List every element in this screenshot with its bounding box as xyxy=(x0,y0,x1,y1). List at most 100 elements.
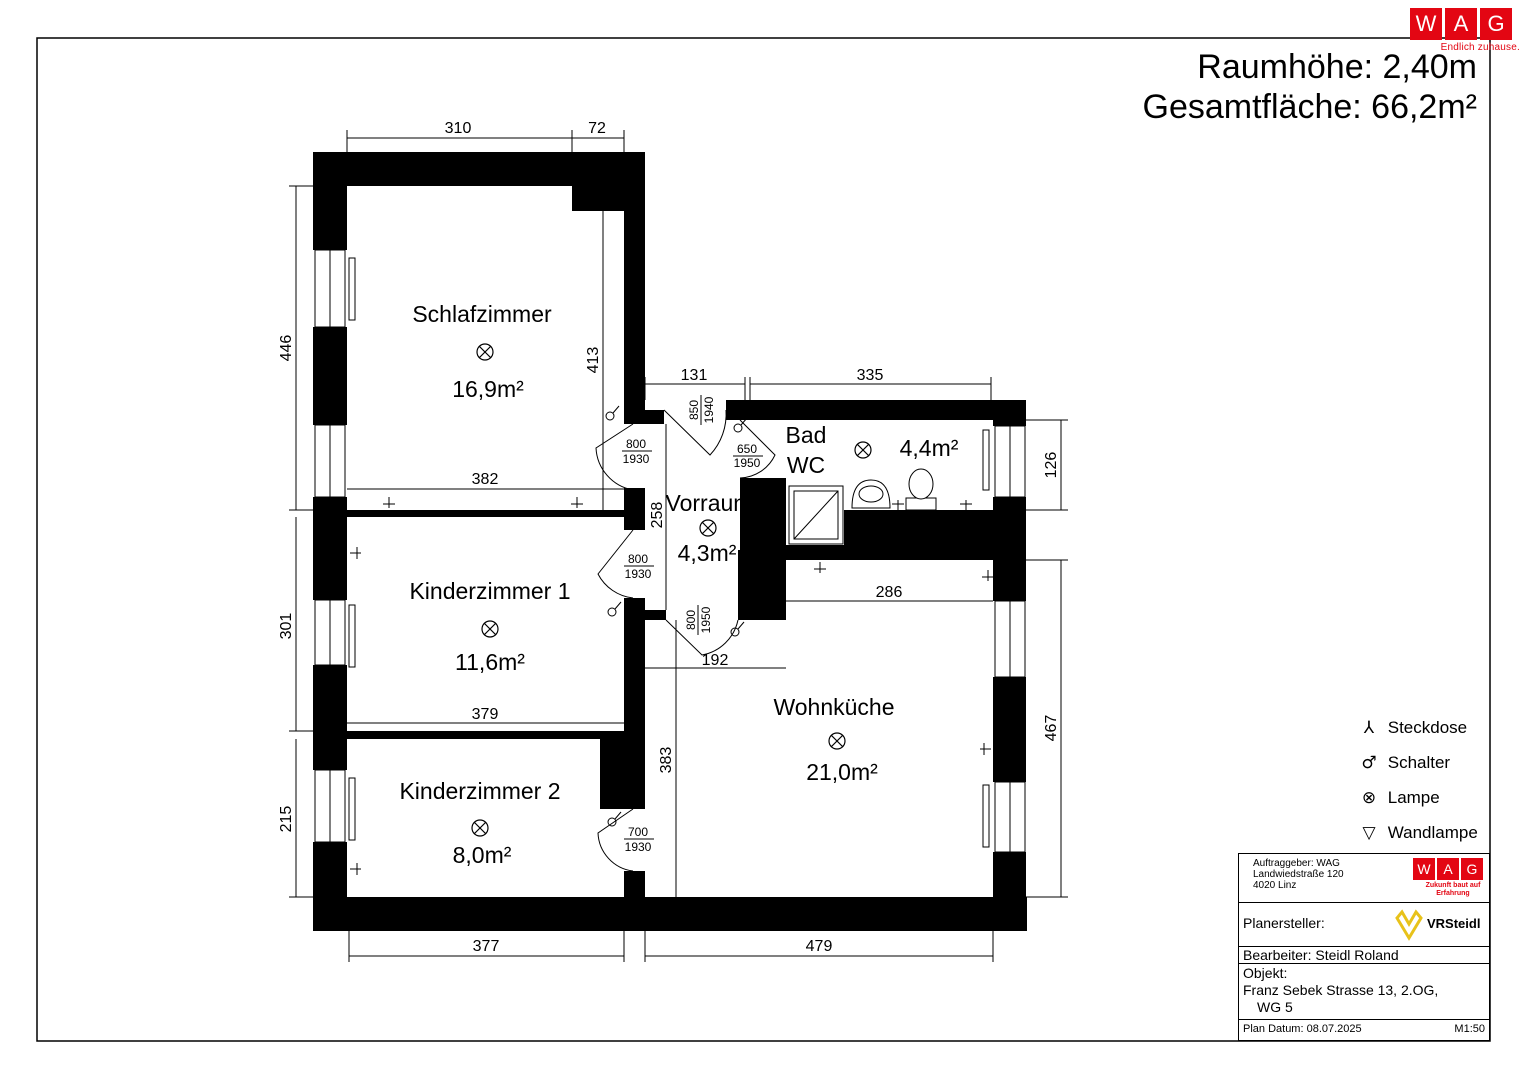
legend-label: Lampe xyxy=(1387,788,1440,807)
logo-letter: W xyxy=(1413,858,1435,880)
windows xyxy=(314,249,1026,853)
socket-icon xyxy=(960,500,972,510)
switch-icon xyxy=(730,621,745,637)
switch-icon xyxy=(605,405,620,421)
switch-icon xyxy=(733,417,748,433)
svg-text:1950: 1950 xyxy=(699,606,713,633)
room-labels: Schlafzimmer 16,9m² Kinderzimmer 1 11,6m… xyxy=(399,301,958,868)
dim-label: 258 xyxy=(649,502,666,529)
legend-item-steckdose: ⅄ Steckdose xyxy=(1355,718,1467,738)
svg-text:650: 650 xyxy=(737,442,757,456)
sheet-border xyxy=(36,37,1491,1042)
sockets xyxy=(350,497,994,875)
socket-icon xyxy=(982,570,994,581)
date-section: Plan Datum: 08.07.2025 M1:50 xyxy=(1239,1020,1489,1039)
object-label: Objekt: xyxy=(1243,965,1288,981)
dim-label: 126 xyxy=(1043,452,1060,479)
dim-label: 192 xyxy=(702,652,729,669)
dim-label: 301 xyxy=(278,613,295,640)
socket-icon xyxy=(383,497,395,508)
socket-icon xyxy=(350,547,361,559)
plan-date: Plan Datum: 08.07.2025 xyxy=(1243,1023,1362,1035)
room-name-kinderzimmer-1: Kinderzimmer 1 xyxy=(409,578,570,604)
svg-text:1940: 1940 xyxy=(702,396,716,423)
svg-text:1930: 1930 xyxy=(623,452,650,466)
svg-text:1930: 1930 xyxy=(625,567,652,581)
switches xyxy=(605,405,748,827)
editor-line: Bearbeiter: Steidl Roland xyxy=(1239,947,1489,964)
lamp-icon xyxy=(699,519,717,537)
dim-label: 215 xyxy=(278,806,295,833)
room-area-kinderzimmer-1: 11,6m² xyxy=(455,649,525,675)
total-area-label: Gesamtfläche: 66,2m² xyxy=(1142,88,1477,126)
room-name-vorraum: Vorraum xyxy=(666,490,753,516)
client-line: Auftraggeber: WAG xyxy=(1253,858,1340,869)
wag-mini-logo: W A G xyxy=(1413,858,1483,880)
legend-label: Schalter xyxy=(1387,753,1451,772)
dim-label: 286 xyxy=(876,584,903,601)
dim-label: 446 xyxy=(278,335,295,362)
legend-item-schalter: ♂ Schalter xyxy=(1355,753,1450,773)
dim-label: 383 xyxy=(658,747,675,774)
client-line: 4020 Linz xyxy=(1253,880,1297,891)
title-block: Auftraggeber: WAG Landwiedstraße 120 402… xyxy=(1238,853,1490,1041)
svg-text:1930: 1930 xyxy=(625,840,652,854)
planner-section: Planersteller: VRSteidl xyxy=(1239,903,1489,947)
lamp-icon xyxy=(854,441,872,459)
door-swings xyxy=(595,409,776,872)
legend-label: Steckdose xyxy=(1387,718,1468,737)
lamp-icon xyxy=(481,620,499,638)
room-area-schlafzimmer: 16,9m² xyxy=(452,376,524,402)
planner-label: Planersteller: xyxy=(1243,915,1325,931)
svg-text:800: 800 xyxy=(628,552,648,566)
room-area-bad: 4,4m² xyxy=(900,435,959,461)
dim-label: 335 xyxy=(857,367,884,384)
room-area-wohnkueche: 21,0m² xyxy=(806,759,878,785)
dim-label: 479 xyxy=(806,938,833,955)
room-name-kinderzimmer-2: Kinderzimmer 2 xyxy=(399,778,560,804)
lamp-icon xyxy=(476,343,494,361)
mini-tagline: Zukunft baut auf Erfahrung xyxy=(1425,882,1481,897)
plan-scale: M1:50 xyxy=(1454,1023,1485,1035)
legend-item-lampe: ⊗ Lampe xyxy=(1355,788,1440,808)
socket-icon xyxy=(980,743,991,755)
client-section: Auftraggeber: WAG Landwiedstraße 120 402… xyxy=(1239,854,1489,903)
switch-icon xyxy=(607,601,622,617)
dim-label: 131 xyxy=(681,367,708,384)
bathroom-fixtures xyxy=(788,468,937,545)
room-name-schlafzimmer: Schlafzimmer xyxy=(412,301,552,327)
svg-text:850: 850 xyxy=(687,400,701,420)
socket-icon xyxy=(892,500,904,510)
logo-letter: A xyxy=(1445,8,1477,40)
legend-item-wandlampe: ▽ Wandlampe xyxy=(1355,823,1478,843)
lamp-icon xyxy=(828,732,846,750)
logo-tagline: Endlich zuhause. xyxy=(1440,42,1520,53)
planner-logo-icon xyxy=(1395,909,1423,941)
legend-label: Wandlampe xyxy=(1387,823,1478,842)
room-height-label: Raumhöhe: 2,40m xyxy=(1197,48,1477,86)
lamp-icon: ⊗ xyxy=(1361,788,1377,808)
client-line: Landwiedstraße 120 xyxy=(1253,869,1344,880)
svg-text:800: 800 xyxy=(626,437,646,451)
dim-label: 310 xyxy=(445,120,472,137)
socket-icon: ⅄ xyxy=(1363,718,1375,738)
room-name-bad: Bad xyxy=(786,422,827,448)
dim-label: 467 xyxy=(1043,715,1060,742)
lamps xyxy=(471,343,872,837)
svg-text:800: 800 xyxy=(684,610,698,630)
room-name-wohnkueche: Wohnküche xyxy=(773,694,894,720)
logo-letter: W xyxy=(1410,8,1442,40)
object-section: Objekt: Franz Sebek Strasse 13, 2.OG, WG… xyxy=(1239,964,1489,1020)
switch-icon xyxy=(607,811,622,827)
switch-icon: ♂ xyxy=(1361,753,1377,773)
dimension-lines xyxy=(289,130,1068,962)
logo-letter: G xyxy=(1461,858,1483,880)
svg-text:1950: 1950 xyxy=(734,456,761,470)
dim-label: 379 xyxy=(472,706,499,723)
